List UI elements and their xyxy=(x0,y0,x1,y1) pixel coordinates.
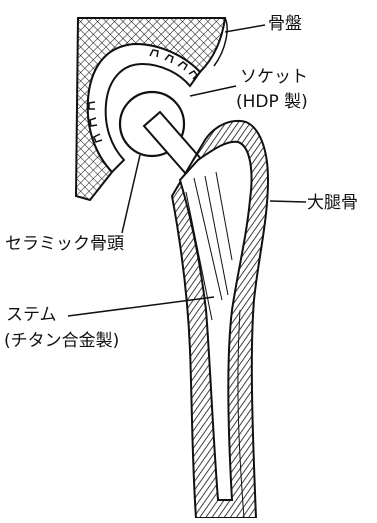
leader-ceramic-head xyxy=(122,155,140,233)
label-stem: ステム xyxy=(6,305,57,325)
label-ceramic-head: セラミック骨頭 xyxy=(5,234,124,254)
leader-socket xyxy=(190,86,236,96)
leader-pelvis xyxy=(225,25,265,32)
label-socket-material: (HDP 製) xyxy=(236,92,308,112)
label-stem-material: (チタン合金製) xyxy=(4,331,119,351)
label-pelvis: 骨盤 xyxy=(268,14,302,34)
label-femur: 大腿骨 xyxy=(307,193,358,213)
label-socket: ソケット xyxy=(240,67,308,87)
leader-femur xyxy=(270,201,306,202)
